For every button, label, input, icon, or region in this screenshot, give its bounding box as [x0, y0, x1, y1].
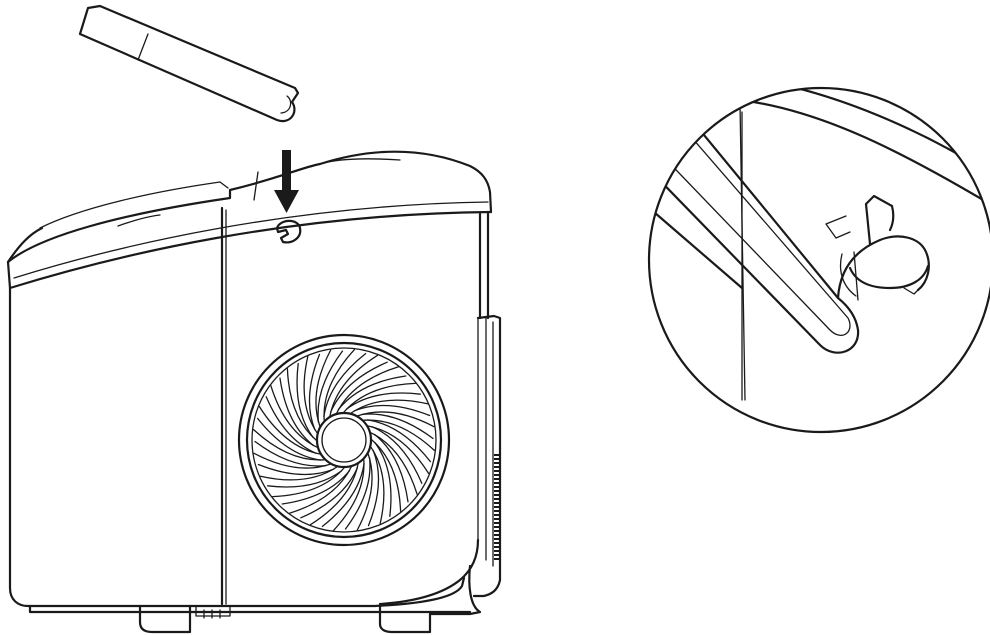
fan-blades: [252, 348, 436, 532]
fan-blade-edge: [281, 469, 351, 505]
detail-view: [647, 86, 990, 434]
fan-blade-edge: [337, 375, 407, 411]
fan-grille: [237, 333, 451, 547]
fan-blade-edge: [374, 441, 392, 517]
fan-blade-edge: [344, 456, 371, 530]
fan-blade-edge: [330, 361, 388, 413]
fan-blade-edge: [257, 463, 335, 476]
vent-slots: [494, 454, 499, 560]
fan-blade-edge: [323, 352, 367, 418]
fan-blade-edge: [254, 440, 328, 467]
fan-blade-edge: [353, 404, 431, 417]
fan-blade-edge: [265, 396, 317, 454]
fan-blade-edge: [366, 419, 432, 463]
fan-blade-edge: [373, 433, 409, 503]
fan-blade-edge: [360, 413, 434, 440]
fan-blade-edge: [367, 449, 380, 527]
fan-blade-edge: [300, 467, 358, 519]
fan-blade-edge: [256, 417, 322, 461]
handle-piece: [78, 4, 300, 123]
appliance-body: [6, 150, 502, 634]
fan-blade-edge: [279, 377, 315, 447]
fan-blade-edge: [345, 392, 421, 410]
fan-blade-edge: [308, 353, 321, 431]
fan-blade-edge: [267, 470, 343, 488]
fan-blade-edge: [371, 426, 423, 484]
fan-blade-edge: [317, 350, 344, 424]
down-arrow-icon: [274, 150, 299, 213]
fan-blade-edge: [296, 363, 314, 439]
fan-blade-edge: [321, 462, 365, 528]
